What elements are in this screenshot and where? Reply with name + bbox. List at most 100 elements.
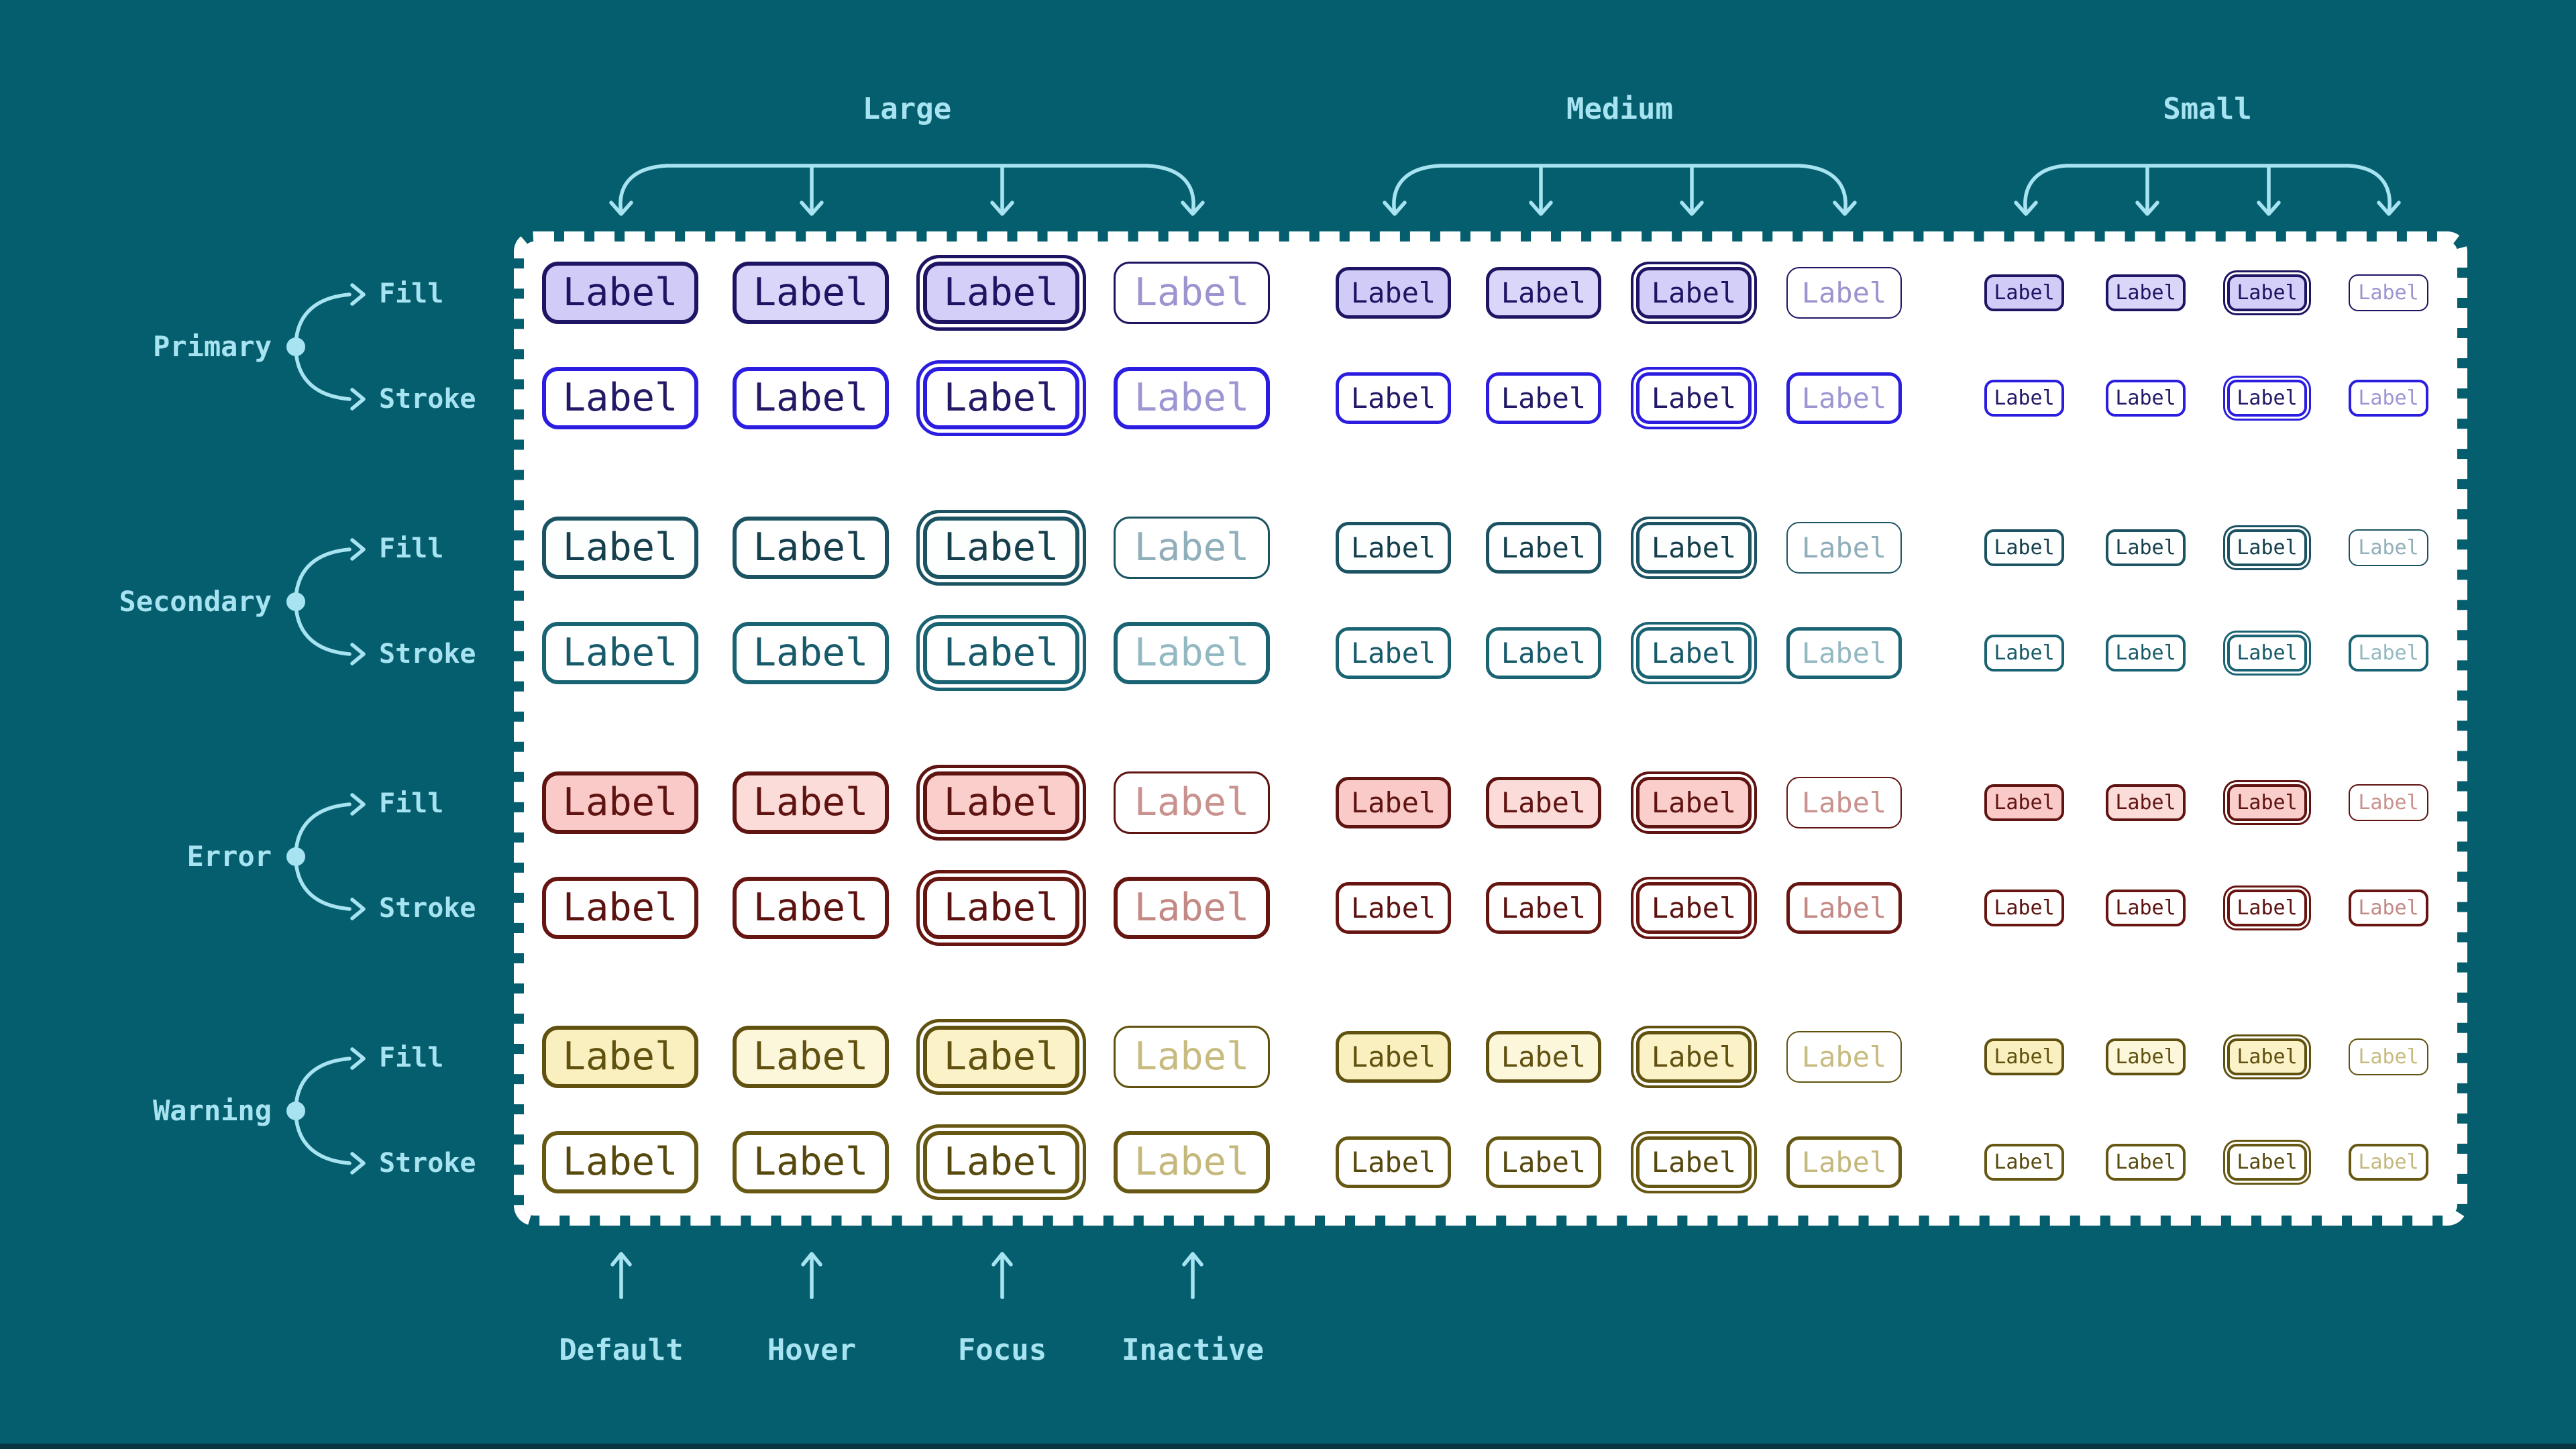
button-secondary-fill-large-focus[interactable]: Label [923,517,1079,579]
row-error-stroke: Label Label Label Label Label Label Label Label… [542,877,2428,939]
button-warning-stroke-medium-inactive: Label [1786,1136,1902,1188]
button-warning-stroke-large-hover[interactable]: Label [733,1131,889,1193]
button-error-fill-medium-default[interactable]: Label [1336,777,1451,828]
button-primary-fill-small-default[interactable]: Label [1984,274,2064,311]
button-error-fill-large-hover[interactable]: Label [733,771,889,834]
button-primary-fill-small-focus[interactable]: Label [2227,274,2307,311]
button-secondary-stroke-small-default[interactable]: Label [1984,635,2064,672]
button-secondary-fill-large-hover[interactable]: Label [733,517,889,579]
button-primary-stroke-medium-focus[interactable]: Label [1636,372,1752,424]
button-primary-stroke-small-inactive: Label [2349,380,2428,417]
size-label-small: Small [2163,92,2252,126]
button-warning-stroke-medium-hover[interactable]: Label [1486,1136,1601,1188]
button-secondary-stroke-small-hover[interactable]: Label [2106,635,2186,672]
button-secondary-stroke-large-default[interactable]: Label [542,622,698,684]
button-primary-stroke-small-focus[interactable]: Label [2227,380,2307,417]
button-warning-fill-large-hover[interactable]: Label [733,1026,889,1088]
button-secondary-stroke-medium-hover[interactable]: Label [1486,627,1601,679]
variant-label-warning: Warning [152,1094,272,1127]
button-error-fill-large-focus[interactable]: Label [923,771,1079,834]
row-primary-stroke: Label Label Label Label Label Label Label Label… [542,367,2428,429]
button-error-stroke-medium-focus[interactable]: Label [1636,882,1752,934]
button-secondary-stroke-medium-inactive: Label [1786,627,1902,679]
button-primary-fill-large-focus[interactable]: Label [923,262,1079,324]
button-secondary-fill-small-hover[interactable]: Label [2106,529,2186,566]
button-primary-fill-medium-default[interactable]: Label [1336,267,1451,319]
button-secondary-fill-large-inactive: Label [1114,517,1270,579]
state-label-focus: Focus [957,1333,1047,1367]
variant-branch-primary-icon [286,283,366,411]
button-secondary-fill-small-inactive: Label [2349,529,2428,566]
button-warning-fill-medium-focus[interactable]: Label [1636,1031,1752,1083]
button-primary-stroke-small-hover[interactable]: Label [2106,380,2186,417]
button-warning-stroke-small-default[interactable]: Label [1984,1144,2064,1181]
button-error-stroke-medium-default[interactable]: Label [1336,882,1451,934]
button-secondary-stroke-large-hover[interactable]: Label [733,622,889,684]
button-error-stroke-large-focus[interactable]: Label [923,877,1079,939]
button-primary-stroke-small-default[interactable]: Label [1984,380,2064,417]
button-primary-stroke-large-hover[interactable]: Label [733,367,889,429]
variant-label-primary: Primary [152,330,272,363]
button-error-stroke-small-focus[interactable]: Label [2227,890,2307,926]
button-warning-stroke-small-focus[interactable]: Label [2227,1144,2307,1181]
button-error-fill-medium-hover[interactable]: Label [1486,777,1601,828]
button-primary-stroke-medium-hover[interactable]: Label [1486,372,1601,424]
button-primary-fill-small-inactive: Label [2349,274,2428,311]
group-warning-stroke-medium: Label Label Label Label [1336,1136,1902,1188]
button-warning-stroke-medium-focus[interactable]: Label [1636,1136,1752,1188]
button-primary-fill-small-hover[interactable]: Label [2106,274,2186,311]
button-secondary-fill-small-default[interactable]: Label [1984,529,2064,566]
button-error-stroke-medium-hover[interactable]: Label [1486,882,1601,934]
button-warning-stroke-small-hover[interactable]: Label [2106,1144,2186,1181]
button-warning-fill-large-focus[interactable]: Label [923,1026,1079,1088]
button-primary-fill-medium-hover[interactable]: Label [1486,267,1601,319]
button-primary-fill-large-hover[interactable]: Label [733,262,889,324]
button-warning-fill-medium-default[interactable]: Label [1336,1031,1451,1083]
button-secondary-fill-medium-hover[interactable]: Label [1486,522,1601,574]
button-warning-stroke-small-inactive: Label [2349,1144,2428,1181]
state-label-hover: Hover [767,1333,857,1367]
button-error-stroke-small-default[interactable]: Label [1984,890,2064,926]
button-primary-stroke-large-focus[interactable]: Label [923,367,1079,429]
button-error-fill-small-default[interactable]: Label [1984,784,2064,821]
button-error-stroke-large-hover[interactable]: Label [733,877,889,939]
button-error-fill-medium-focus[interactable]: Label [1636,777,1752,828]
button-secondary-stroke-large-focus[interactable]: Label [923,622,1079,684]
button-secondary-stroke-small-focus[interactable]: Label [2227,635,2307,672]
button-secondary-fill-small-focus[interactable]: Label [2227,529,2307,566]
button-error-fill-small-focus[interactable]: Label [2227,784,2307,821]
button-primary-stroke-medium-default[interactable]: Label [1336,372,1451,424]
button-primary-stroke-large-default[interactable]: Label [542,367,698,429]
row-warning-fill: Label Label Label Label Label Label Label Label… [542,1026,2428,1088]
button-warning-fill-small-hover[interactable]: Label [2106,1038,2186,1075]
button-warning-fill-large-default[interactable]: Label [542,1026,698,1088]
button-error-fill-small-hover[interactable]: Label [2106,784,2186,821]
button-error-fill-large-default[interactable]: Label [542,771,698,834]
button-warning-stroke-large-focus[interactable]: Label [923,1131,1079,1193]
button-warning-fill-small-focus[interactable]: Label [2227,1038,2307,1075]
style-label-warning-stroke: Stroke [379,1148,476,1179]
button-warning-stroke-large-default[interactable]: Label [542,1131,698,1193]
button-secondary-stroke-medium-default[interactable]: Label [1336,627,1451,679]
button-secondary-fill-medium-default[interactable]: Label [1336,522,1451,574]
button-secondary-stroke-medium-focus[interactable]: Label [1636,627,1752,679]
button-secondary-fill-large-default[interactable]: Label [542,517,698,579]
group-secondary-fill-large: Label Label Label Label [542,517,1270,579]
button-primary-fill-large-default[interactable]: Label [542,262,698,324]
button-warning-fill-small-default[interactable]: Label [1984,1038,2064,1075]
button-error-stroke-large-default[interactable]: Label [542,877,698,939]
button-warning-stroke-medium-default[interactable]: Label [1336,1136,1451,1188]
button-warning-fill-medium-hover[interactable]: Label [1486,1031,1601,1083]
button-secondary-fill-medium-focus[interactable]: Label [1636,522,1752,574]
style-label-primary-stroke: Stroke [379,384,476,415]
button-primary-fill-medium-focus[interactable]: Label [1636,267,1752,319]
button-error-stroke-small-hover[interactable]: Label [2106,890,2186,926]
